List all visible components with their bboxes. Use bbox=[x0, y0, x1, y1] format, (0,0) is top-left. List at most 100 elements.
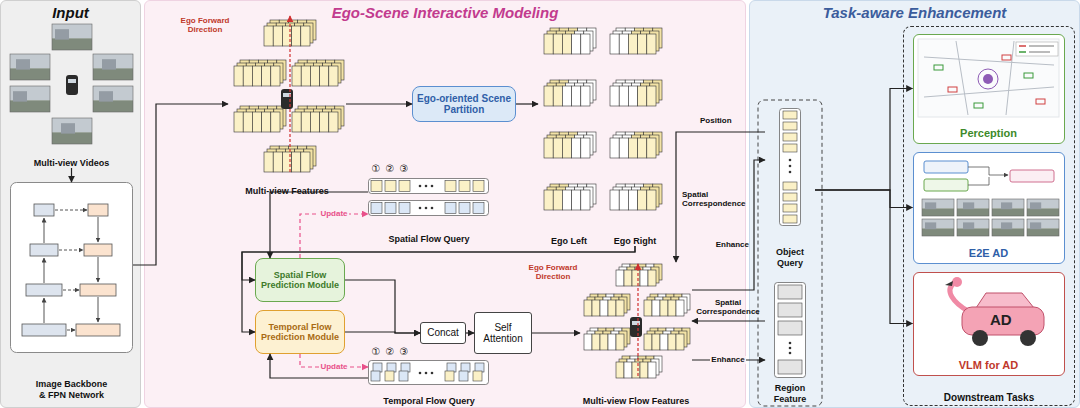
query-token bbox=[459, 181, 470, 192]
edge-label: Enhance bbox=[715, 241, 750, 250]
token-row-frame bbox=[369, 179, 489, 194]
panel-title: Ego-Scene Interactive Modeling bbox=[332, 4, 559, 21]
fpn-layer bbox=[80, 284, 116, 296]
mini-module bbox=[924, 179, 968, 191]
car-cabin bbox=[976, 293, 1034, 308]
photo-sky bbox=[957, 199, 989, 208]
photo-ground bbox=[992, 228, 1024, 236]
mini-module bbox=[1010, 170, 1054, 182]
query-token bbox=[371, 371, 380, 381]
node-illustration bbox=[604, 14, 666, 246]
feature-cell bbox=[273, 152, 282, 172]
photo-building bbox=[1030, 222, 1041, 229]
top-down-link bbox=[98, 217, 99, 242]
callout-number: ③ bbox=[398, 346, 410, 357]
photo-building bbox=[99, 91, 113, 101]
direction-label: Ego Forward Direction bbox=[528, 264, 578, 282]
ego-halo bbox=[978, 69, 998, 89]
feature-cell bbox=[628, 86, 637, 106]
query-token bbox=[475, 363, 484, 372]
photo-ground bbox=[957, 208, 989, 216]
panel-title: Task-aware Enhancement bbox=[823, 4, 1007, 21]
feature-cell bbox=[562, 86, 571, 106]
photo-frame bbox=[1027, 219, 1059, 236]
feature-cell bbox=[544, 34, 553, 54]
ellipsis-dot bbox=[789, 165, 792, 168]
photo-building bbox=[13, 91, 27, 101]
fpn-layer bbox=[84, 244, 112, 256]
feature-cell bbox=[262, 66, 271, 86]
feature-cell bbox=[310, 112, 319, 132]
feature-cell bbox=[581, 190, 590, 210]
ellipsis-dot bbox=[789, 352, 792, 355]
feature-cell bbox=[608, 334, 616, 350]
object-query-token bbox=[783, 122, 797, 130]
backbone-block: Image Backbone & FPN Network bbox=[10, 182, 133, 400]
flamingo-beak bbox=[945, 281, 953, 286]
feature-cell bbox=[292, 26, 301, 46]
node-illustration bbox=[8, 22, 135, 168]
query-token bbox=[447, 363, 456, 372]
feature-cell bbox=[616, 362, 624, 378]
edge-label: Spatial Correspondence bbox=[681, 191, 749, 209]
task-group: Downstream TasksPerceptionE2E ADVLM for … bbox=[903, 26, 1075, 406]
region-token bbox=[778, 321, 802, 335]
feature-cell bbox=[668, 334, 676, 350]
node-caption: Downstream Tasks bbox=[944, 392, 1034, 404]
ellipsis-dot bbox=[431, 372, 434, 375]
photo-building bbox=[55, 29, 69, 39]
flow-arrow bbox=[345, 332, 420, 333]
region-column-frame bbox=[775, 283, 806, 378]
node-caption: Image Backbone & FPN Network bbox=[33, 379, 111, 400]
feature-maps: Multi-view Flow Features bbox=[580, 262, 692, 406]
feature-cell bbox=[544, 138, 553, 158]
node-illustration bbox=[580, 262, 692, 406]
flow-arrow bbox=[532, 332, 580, 333]
feature-cell bbox=[619, 190, 628, 210]
photo-sky bbox=[1027, 219, 1059, 228]
object-box bbox=[1036, 99, 1045, 104]
photo-sky bbox=[922, 199, 954, 208]
feature-cell bbox=[628, 138, 637, 158]
object-query-token bbox=[783, 111, 797, 119]
feature-cell bbox=[647, 86, 656, 106]
flow-arrow bbox=[270, 192, 368, 258]
query-group-outline bbox=[758, 100, 822, 406]
modeling-panel: Ego-Scene Interactive ModelingMulti-view… bbox=[144, 0, 746, 408]
feature-cell bbox=[640, 362, 648, 378]
forward-arrow bbox=[637, 264, 638, 376]
feature-cell bbox=[660, 300, 668, 316]
query-token bbox=[401, 363, 410, 372]
feature-cell bbox=[329, 66, 338, 86]
query-token bbox=[371, 203, 382, 214]
query-token bbox=[445, 371, 454, 381]
edge-label: Spatial Correspondence bbox=[695, 299, 761, 317]
feature-cell bbox=[572, 138, 581, 158]
photo-ground bbox=[52, 38, 92, 50]
photo-frame bbox=[922, 219, 954, 236]
flow-arrow bbox=[676, 132, 765, 262]
node-illustration bbox=[10, 182, 133, 400]
update-arrow bbox=[300, 354, 368, 367]
photo-frame bbox=[93, 86, 133, 112]
ellipsis-dot bbox=[789, 342, 792, 345]
photo-sky bbox=[992, 219, 1024, 228]
feature-cell bbox=[572, 86, 581, 106]
lateral-link bbox=[63, 290, 79, 291]
top-down-link bbox=[98, 257, 99, 282]
node-illustration bbox=[914, 153, 1063, 262]
feature-cell bbox=[572, 190, 581, 210]
flow-arrow bbox=[345, 280, 420, 333]
node-caption: Ego Left bbox=[551, 236, 587, 246]
feature-cell bbox=[581, 86, 590, 106]
feature-cell bbox=[648, 362, 656, 378]
query-token bbox=[373, 363, 382, 372]
ellipsis-dot bbox=[431, 185, 434, 188]
region-token bbox=[778, 285, 802, 299]
photo-frame bbox=[52, 118, 92, 144]
ellipsis-dot bbox=[419, 207, 422, 210]
process-box: Concat bbox=[420, 322, 466, 344]
photo-frame bbox=[10, 86, 50, 112]
photo-ground bbox=[1027, 208, 1059, 216]
node-caption: VLM for AD bbox=[959, 359, 1018, 372]
